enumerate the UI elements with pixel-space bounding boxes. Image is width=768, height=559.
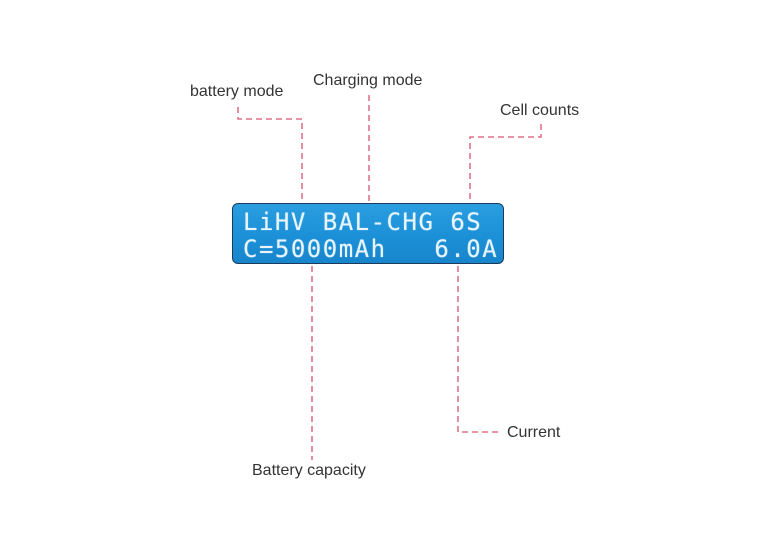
cell-counts-label: Cell counts (500, 102, 580, 119)
battery-capacity-label: Battery capacity (252, 462, 366, 479)
charging-mode-label: Charging mode (313, 72, 423, 89)
battery-mode-label: battery mode (190, 83, 284, 100)
leader-battery-mode (237, 107, 303, 203)
current-label: Current (507, 424, 561, 441)
lcd-line-1: LiHV BAL-CHG 6S (243, 208, 483, 236)
leader-current (457, 266, 500, 433)
lcd-line-2: C=5000mAh 6.0A (243, 235, 499, 263)
lcd-display: LiHV BAL-CHG 6S C=5000mAh 6.0A (232, 203, 504, 264)
leader-cell-counts (469, 124, 542, 203)
